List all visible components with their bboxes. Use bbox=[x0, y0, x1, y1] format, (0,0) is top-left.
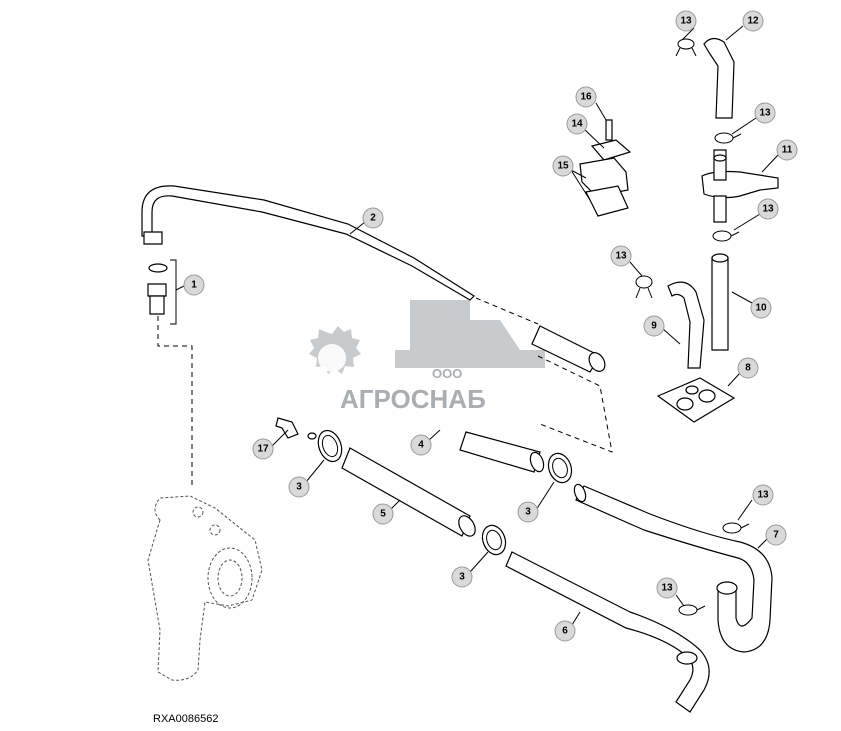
svg-text:17: 17 bbox=[257, 444, 269, 455]
svg-text:13: 13 bbox=[759, 108, 771, 119]
callout-13c: 13 bbox=[757, 198, 779, 220]
spring-clamp-13e bbox=[722, 522, 750, 534]
svg-text:2: 2 bbox=[370, 213, 376, 224]
callout-10: 10 bbox=[750, 297, 772, 319]
clamp-3c bbox=[481, 524, 507, 556]
spring-clamp-13f bbox=[678, 604, 706, 616]
callout-3b: 3 bbox=[517, 501, 539, 523]
watermark-line1: ООО bbox=[432, 366, 462, 381]
hose-5 bbox=[341, 447, 476, 537]
tube-10 bbox=[711, 253, 729, 351]
callout-13b: 13 bbox=[754, 102, 776, 124]
grommet-plate-8 bbox=[656, 377, 736, 423]
bracket-11 bbox=[701, 149, 779, 223]
svg-text:8: 8 bbox=[745, 363, 751, 374]
clamp-3a bbox=[317, 429, 343, 463]
svg-text:10: 10 bbox=[755, 303, 767, 314]
callout-17: 17 bbox=[252, 438, 274, 460]
callout-13e: 13 bbox=[752, 484, 774, 506]
leader-lines bbox=[175, 25, 779, 626]
fitting-1 bbox=[147, 259, 193, 486]
callout-11: 11 bbox=[776, 139, 798, 161]
svg-text:9: 9 bbox=[651, 321, 657, 332]
callout-3a: 3 bbox=[288, 476, 310, 498]
callout-7: 7 bbox=[765, 524, 787, 546]
svg-text:5: 5 bbox=[380, 509, 386, 520]
callout-2: 2 bbox=[362, 207, 384, 229]
callout-3c: 3 bbox=[451, 566, 473, 588]
spring-clamp-13b bbox=[714, 132, 742, 144]
pump-housing bbox=[147, 495, 263, 681]
tube-2 bbox=[141, 185, 613, 453]
callout-13d: 13 bbox=[610, 245, 632, 267]
svg-text:15: 15 bbox=[557, 161, 569, 172]
callout-4: 4 bbox=[410, 434, 432, 456]
callout-14: 14 bbox=[566, 113, 588, 135]
svg-text:13: 13 bbox=[757, 490, 769, 501]
svg-text:13: 13 bbox=[661, 583, 673, 594]
fitting-17 bbox=[275, 417, 317, 440]
svg-text:13: 13 bbox=[762, 204, 774, 215]
callout-12: 12 bbox=[742, 10, 764, 32]
spring-clamp-13a bbox=[675, 38, 697, 57]
watermark-logo bbox=[309, 300, 545, 374]
reference-code: RXA0086562 bbox=[153, 713, 218, 725]
callout-6: 6 bbox=[554, 620, 576, 642]
clip-assembly bbox=[579, 119, 632, 217]
svg-text:3: 3 bbox=[525, 507, 531, 518]
hose-12 bbox=[703, 37, 735, 119]
callout-8: 8 bbox=[737, 357, 759, 379]
spring-clamp-13c bbox=[712, 230, 740, 242]
callout-13a: 13 bbox=[675, 10, 697, 32]
callout-1: 1 bbox=[183, 274, 205, 296]
callout-16: 16 bbox=[575, 86, 597, 108]
svg-text:13: 13 bbox=[680, 16, 692, 27]
hose-7 bbox=[573, 483, 773, 653]
callout-15: 15 bbox=[552, 155, 574, 177]
svg-text:11: 11 bbox=[782, 145, 793, 156]
svg-text:7: 7 bbox=[773, 530, 779, 541]
callout-9: 9 bbox=[643, 315, 665, 337]
tube-4 bbox=[459, 325, 606, 473]
clamp-3b bbox=[547, 452, 573, 484]
callout-13f: 13 bbox=[656, 577, 678, 599]
svg-text:1: 1 bbox=[191, 280, 197, 291]
svg-text:14: 14 bbox=[571, 119, 583, 130]
svg-text:3: 3 bbox=[459, 572, 465, 583]
svg-text:13: 13 bbox=[615, 251, 627, 262]
svg-text:12: 12 bbox=[747, 16, 759, 27]
hose-6 bbox=[505, 551, 710, 713]
svg-text:16: 16 bbox=[580, 92, 592, 103]
svg-text:6: 6 bbox=[562, 626, 568, 637]
svg-text:3: 3 bbox=[296, 482, 302, 493]
spring-clamp-13d bbox=[635, 275, 653, 299]
callout-5: 5 bbox=[372, 503, 394, 525]
svg-text:4: 4 bbox=[418, 440, 424, 451]
watermark-line2: АГРОСНАБ bbox=[340, 384, 486, 414]
hose-9 bbox=[667, 281, 705, 369]
